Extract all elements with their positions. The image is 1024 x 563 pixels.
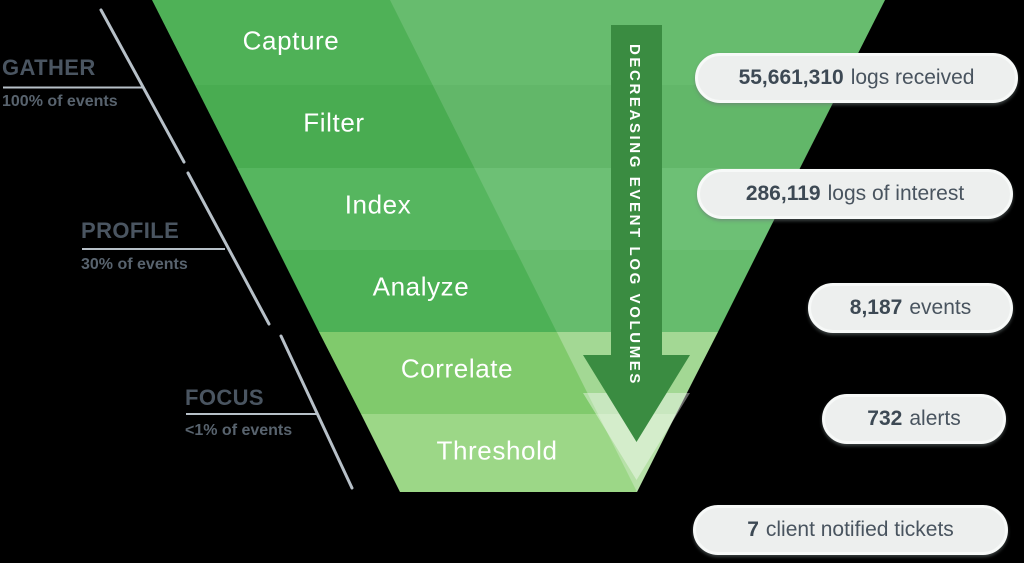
phase-subtitle-gather: 100% of events: [2, 93, 118, 110]
stage-label-analyze: Analyze: [372, 271, 470, 302]
stat-pill-logs-received: 55,661,310 logs received: [695, 53, 1018, 103]
stage-label-threshold: Threshold: [436, 435, 558, 466]
phase-title-gather: GATHER: [2, 55, 96, 80]
down-arrow-shape: [583, 25, 690, 442]
gather-diagonal-line: [99, 8, 186, 164]
stat-value: 8,187: [849, 296, 903, 319]
stat-value: 286,119: [745, 182, 821, 205]
stat-value: 7: [747, 518, 759, 541]
stat-pill-alerts: 732 alerts: [822, 394, 1006, 444]
stat-label: alerts: [909, 407, 961, 430]
stat-label: logs received: [850, 66, 975, 89]
stat-label: client notified tickets: [765, 518, 954, 541]
stage-label-filter: Filter: [303, 107, 365, 138]
phase-title-profile: PROFILE: [81, 218, 180, 243]
stat-pill-logs-of-interest: 286,119 logs of interest: [697, 169, 1013, 219]
funnel-band-threshold: [361, 414, 676, 492]
stat-value: 55,661,310: [738, 66, 844, 89]
phase-subtitle-focus: <1% of events: [185, 422, 293, 439]
profile-diagonal-line: [186, 171, 271, 326]
phase-title-focus: FOCUS: [185, 385, 264, 410]
stat-label: logs of interest: [827, 182, 965, 205]
stage-label-capture: Capture: [242, 25, 340, 56]
stage-label-correlate: Correlate: [400, 353, 514, 384]
phase-subtitle-profile: 30% of events: [81, 256, 188, 273]
stat-pill-events: 8,187 events: [808, 283, 1013, 333]
stat-label: events: [909, 296, 972, 319]
funnel-band-filter: [195, 85, 842, 168]
stage-label-index: Index: [344, 189, 412, 220]
focus-diagonal-line: [279, 334, 354, 490]
stat-pill-client-tickets: 7 client notified tickets: [693, 505, 1008, 555]
decreasing-volumes-caption: DECREASING EVENT LOG VOLUMES: [626, 44, 643, 386]
stat-value: 732: [867, 407, 903, 430]
